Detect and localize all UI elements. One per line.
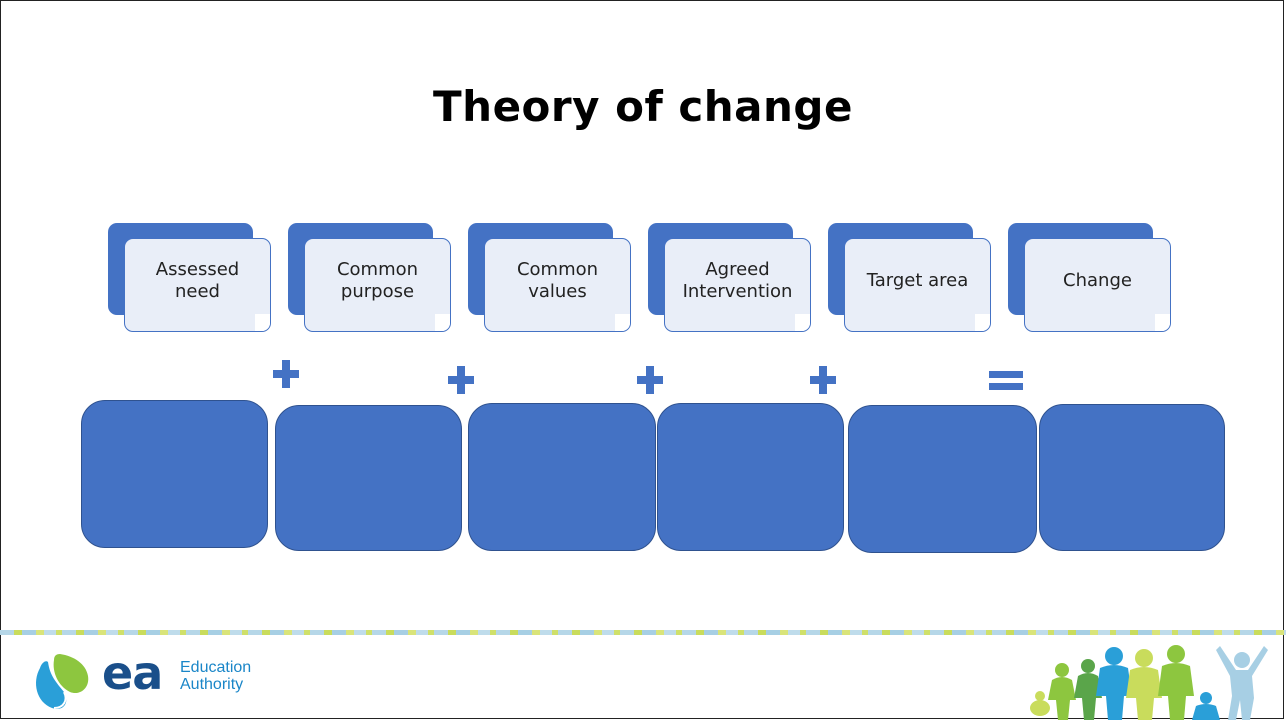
label-line-1: Change xyxy=(1063,270,1132,292)
children-silhouettes-icon xyxy=(1030,645,1268,720)
label-card-front-shade xyxy=(795,314,810,331)
label-card-front: Agreed Intervention xyxy=(664,238,811,332)
block-change xyxy=(1039,404,1225,551)
label-line-1: Target area xyxy=(866,270,969,292)
label-line-2: values xyxy=(528,281,587,302)
label-card-front-shade xyxy=(615,314,630,331)
label-line-2: purpose xyxy=(340,281,415,302)
label-line-1: Common xyxy=(336,259,419,281)
label-line-2: Intervention xyxy=(682,281,793,302)
label-line-1: Assessed xyxy=(155,259,240,281)
label-card-front-shade xyxy=(255,314,270,331)
block-agreed-intervention xyxy=(657,403,844,551)
footer-stripe xyxy=(0,630,1286,635)
label-card-assessed-need: Assessed need xyxy=(108,223,271,333)
label-card-common-values: Common values xyxy=(468,223,631,333)
label-card-front: Target area xyxy=(844,238,991,332)
block-target-area xyxy=(848,405,1037,553)
label-text: Target area xyxy=(867,270,969,292)
label-card-target-area: Target area xyxy=(828,223,991,333)
label-card-front-shade xyxy=(1155,314,1170,331)
block-common-values xyxy=(468,403,656,551)
label-card-common-purpose: Common purpose xyxy=(288,223,451,333)
plus-icon xyxy=(637,366,663,394)
label-card-front-shade xyxy=(435,314,450,331)
label-card-front: Change xyxy=(1024,238,1171,332)
label-card-agreed-intervention: Agreed Intervention xyxy=(648,223,811,333)
label-card-front: Assessed need xyxy=(124,238,271,332)
label-text: Common values xyxy=(517,259,598,302)
label-text: Common purpose xyxy=(337,259,418,302)
label-card-change: Change xyxy=(1008,223,1171,333)
plus-icon xyxy=(810,366,836,394)
label-text: Change xyxy=(1063,270,1132,292)
logo-line-1: Education xyxy=(180,659,252,676)
education-authority-logo: ea Education Authority xyxy=(30,646,300,712)
plus-icon xyxy=(273,360,299,388)
slide-title: Theory of change xyxy=(433,82,853,131)
label-card-front-shade xyxy=(975,314,990,331)
label-line-1: Common xyxy=(516,259,599,281)
equals-icon xyxy=(989,371,1023,390)
label-text: Agreed Intervention xyxy=(683,259,793,302)
block-assessed-need xyxy=(81,400,268,548)
label-text: Assessed need xyxy=(156,259,239,302)
label-line-1: Agreed xyxy=(705,259,770,281)
plus-icon xyxy=(448,366,474,394)
block-common-purpose xyxy=(275,405,462,551)
logo-wordmark: ea xyxy=(102,646,163,700)
leaf-icon xyxy=(36,654,89,709)
label-card-front: Common purpose xyxy=(304,238,451,332)
logo-line-2: Authority xyxy=(180,676,244,693)
label-card-front: Common values xyxy=(484,238,631,332)
label-line-2: need xyxy=(175,281,220,302)
